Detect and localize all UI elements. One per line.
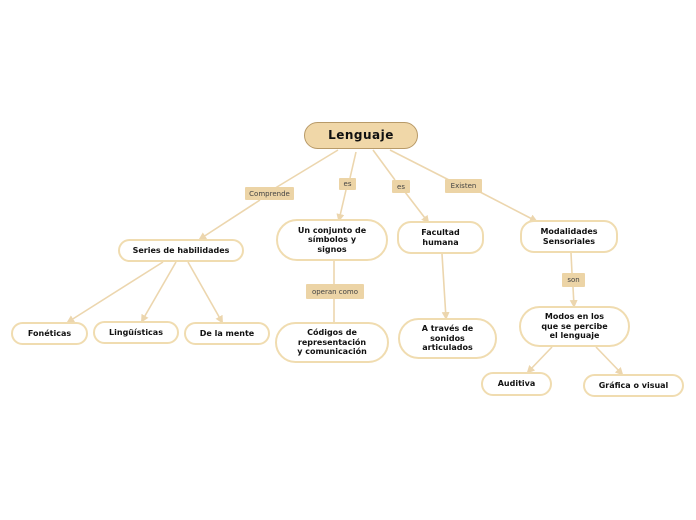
node-foneticas[interactable]: Fonéticas — [11, 322, 88, 345]
node-label: A través de sonidos articulados — [421, 324, 474, 353]
root-topic-label: Lenguaje — [328, 128, 394, 143]
connector-modos-grafica — [595, 346, 624, 376]
connector-root-existen — [389, 149, 450, 181]
node-series-de-habilidades[interactable]: Series de habilidades — [118, 239, 244, 262]
node-label: Gráfica o visual — [598, 380, 669, 390]
node-label: Códigos de representación y comunicación — [297, 328, 367, 357]
node-codigos-de-representacion[interactable]: Códigos de representación y comunicación — [275, 322, 389, 363]
label-es-conjunto: es — [339, 178, 356, 190]
node-label: Lingüísticas — [109, 327, 163, 337]
node-de-la-mente[interactable]: De la mente — [184, 322, 270, 345]
connector-es2-facultad — [404, 191, 430, 224]
connector-modos-auditiva — [526, 346, 553, 374]
connector-facultad-sonidos — [441, 253, 450, 320]
connector-comprende-series — [198, 199, 261, 241]
connector-root-es1 — [349, 151, 357, 179]
connector-series-foneticas — [66, 261, 164, 324]
connector-son-modos — [569, 286, 578, 308]
node-label: Fonéticas — [27, 328, 72, 338]
node-label: Series de habilidades — [132, 245, 230, 255]
node-label: Auditiva — [497, 379, 536, 389]
node-modos-en-que-se-percibe[interactable]: Modos en los que se percibe el lenguaje — [519, 306, 630, 347]
connector-existen-modalidades — [479, 191, 538, 222]
node-label: Modalidades Sensoriales — [540, 226, 598, 246]
connector-series-mente — [187, 261, 223, 324]
node-facultad-humana[interactable]: Facultad humana — [397, 221, 484, 254]
node-label: Modos en los que se percibe el lenguaje — [541, 312, 608, 341]
label-operan-como: operan como — [306, 284, 364, 299]
node-conjunto-de-simbolos[interactable]: Un conjunto de símbolos y signos — [276, 219, 388, 261]
root-topic-lenguaje[interactable]: Lenguaje — [304, 122, 418, 149]
node-label: Un conjunto de símbolos y signos — [297, 225, 367, 254]
node-label: De la mente — [199, 328, 255, 338]
node-a-traves-de-sonidos[interactable]: A través de sonidos articulados — [398, 318, 497, 359]
label-comprende: Comprende — [245, 187, 294, 200]
connector-modalidades-son — [570, 252, 573, 274]
node-linguisticas[interactable]: Lingüísticas — [93, 321, 179, 344]
node-grafica-o-visual[interactable]: Gráfica o visual — [583, 374, 684, 397]
label-es-facultad: es — [392, 180, 410, 193]
connector-root-es2 — [372, 149, 396, 181]
node-modalidades-sensoriales[interactable]: Modalidades Sensoriales — [520, 220, 618, 253]
label-son: son — [562, 273, 585, 287]
node-label: Facultad humana — [421, 227, 460, 247]
connector-series-linguisticas — [141, 261, 177, 323]
node-auditiva[interactable]: Auditiva — [481, 372, 552, 396]
connector-es1-conjunto — [336, 189, 347, 222]
connector-root-comprende — [271, 149, 339, 191]
label-existen: Existen — [445, 179, 482, 193]
